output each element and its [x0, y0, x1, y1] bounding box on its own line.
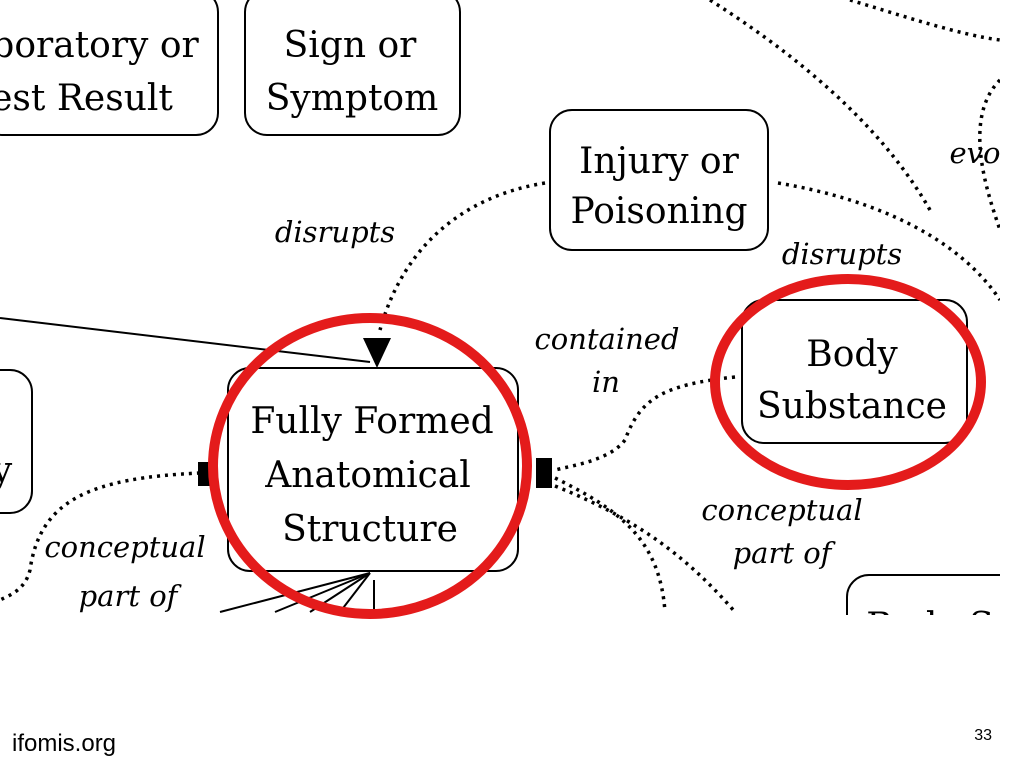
edge-solid-left [0, 317, 371, 363]
edge-solid-bottom-4 [339, 572, 371, 613]
node-label-anatomical-1: Fully Formed [250, 401, 493, 442]
node-left-partial [0, 369, 33, 514]
edge-label-disrupts-left: disrupts [275, 215, 395, 249]
node-label-lab-1: boratory or [0, 25, 199, 66]
node-label-substance-2: Substance [757, 386, 947, 427]
node-laboratory-or-test-result [0, 0, 219, 136]
edge-label-evolves-partial: evo [949, 136, 1000, 170]
node-label-injury-1: Injury or [579, 141, 739, 182]
node-body-substance [741, 299, 968, 444]
node-label-sign-1: Sign or [284, 25, 418, 66]
highlight-circle-body-substance [710, 274, 986, 490]
node-label-left-partial: y [0, 450, 13, 491]
edge-top-right-2 [849, 0, 1000, 42]
page-number: 33 [974, 727, 992, 744]
edge-label-contained: contained [535, 322, 680, 356]
arrowhead-disrupts [363, 338, 391, 368]
node-label-sign-2: Symptom [266, 78, 438, 119]
node-fully-formed-anatomical-structure [227, 367, 519, 572]
edge-conceptual-part-right-2 [554, 484, 737, 614]
edge-label-in: in [592, 365, 620, 399]
edge-substance-contained-in-anatomical [554, 375, 736, 472]
edge-label-part-of-right: part of [733, 536, 837, 570]
footer-site: ifomis.org [12, 730, 117, 757]
node-body-partial [846, 574, 1000, 615]
node-label-substance-1: Body [806, 334, 898, 375]
node-label-anatomical-3: Structure [282, 509, 458, 550]
node-label-lab-2: est Result [0, 78, 173, 119]
edge-top-right-3 [978, 78, 1000, 231]
edge-conceptual-part-left [0, 471, 201, 602]
edge-label-disrupts-right: disrupts [782, 237, 902, 271]
node-label-body-partial: Body S [866, 606, 994, 647]
node-label-injury-2: Poisoning [570, 191, 747, 232]
node-label-anatomical-2: Anatomical [264, 455, 471, 496]
edge-conceptual-part-right-1 [554, 476, 667, 613]
edge-injury-disrupts-anatomical [378, 181, 546, 331]
edge-label-conceptual-left: conceptual [44, 530, 205, 564]
edge-label-part-of-left: part of [79, 579, 183, 613]
edge-top-right-1 [709, 0, 932, 211]
arrowhead-contained-in [536, 458, 552, 488]
highlight-circle-anatomical-structure [208, 313, 532, 619]
node-injury-or-poisoning [549, 109, 769, 251]
edge-solid-bottom-2 [274, 572, 371, 613]
node-sign-or-symptom [244, 0, 461, 136]
edge-label-conceptual-right: conceptual [701, 493, 862, 527]
arrowhead-conceptual-left [198, 462, 210, 486]
